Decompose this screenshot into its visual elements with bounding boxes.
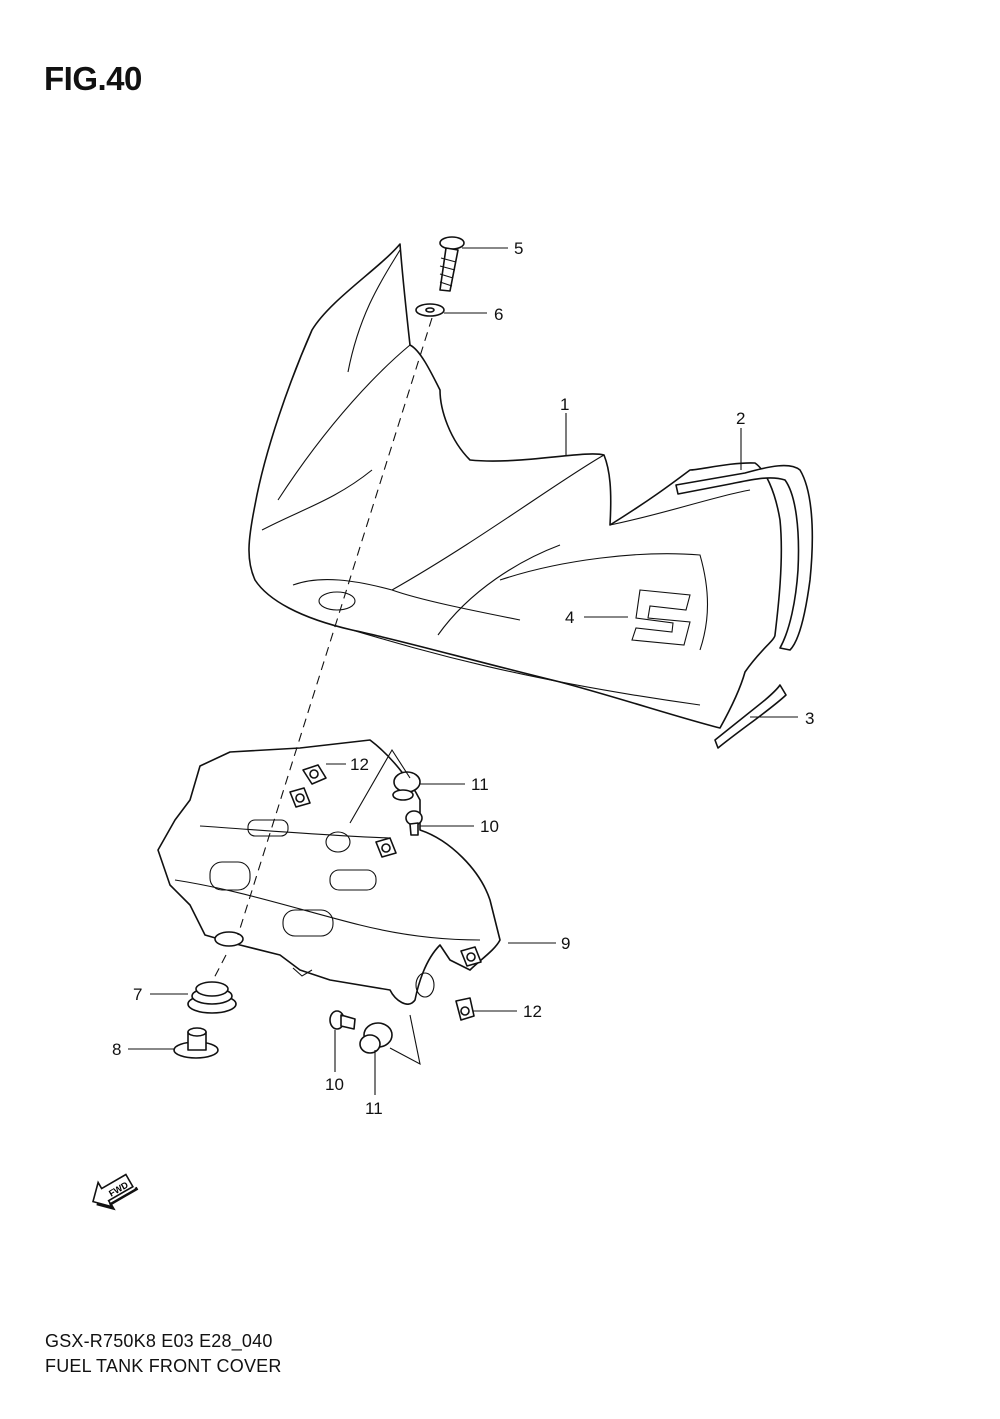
callout-11-lower: 11 bbox=[365, 1099, 383, 1118]
cushion-part bbox=[187, 981, 237, 1014]
trim-strip-upper-part bbox=[675, 464, 814, 651]
callout-9: 9 bbox=[561, 934, 570, 953]
callout-4: 4 bbox=[565, 608, 574, 627]
callout-10-upper: 10 bbox=[480, 817, 499, 836]
front-cover-part bbox=[248, 243, 783, 729]
flange-collar-part bbox=[173, 1027, 219, 1059]
callout-7: 7 bbox=[133, 985, 142, 1004]
callout-8: 8 bbox=[112, 1040, 121, 1059]
grommet-upper-part bbox=[392, 771, 421, 801]
callout-11-upper: 11 bbox=[471, 775, 489, 794]
grommet-lower-part bbox=[359, 1022, 393, 1054]
callout-6: 6 bbox=[494, 305, 503, 324]
part-group-name: FUEL TANK FRONT COVER bbox=[45, 1356, 282, 1376]
bracket-part bbox=[157, 739, 501, 1005]
callout-12-lower: 12 bbox=[523, 1002, 542, 1021]
callout-5: 5 bbox=[514, 239, 523, 258]
forward-arrow-icon: FWD bbox=[92, 1173, 139, 1211]
collar-upper-part bbox=[405, 810, 423, 836]
callout-12-upper: 12 bbox=[350, 755, 369, 774]
collar-lower-part bbox=[329, 1010, 356, 1030]
callout-1: 1 bbox=[560, 395, 569, 414]
clip-nut-bracket-parts bbox=[289, 787, 482, 967]
screw-part bbox=[439, 236, 465, 292]
clip-nut-upper-part bbox=[302, 764, 327, 785]
callout-numbers: 5 6 1 2 4 3 12 11 10 9 7 12 8 10 11 bbox=[112, 239, 814, 1118]
figure-title: FIG.40 bbox=[44, 60, 142, 97]
leader-lines bbox=[128, 247, 798, 1095]
callout-2: 2 bbox=[736, 409, 745, 428]
model-code: GSX-R750K8 E03 E28_040 bbox=[45, 1331, 273, 1351]
clip-nut-lower-part bbox=[455, 997, 475, 1021]
callout-10-lower: 10 bbox=[325, 1075, 344, 1094]
washer-part bbox=[415, 303, 445, 317]
callout-3: 3 bbox=[805, 709, 814, 728]
